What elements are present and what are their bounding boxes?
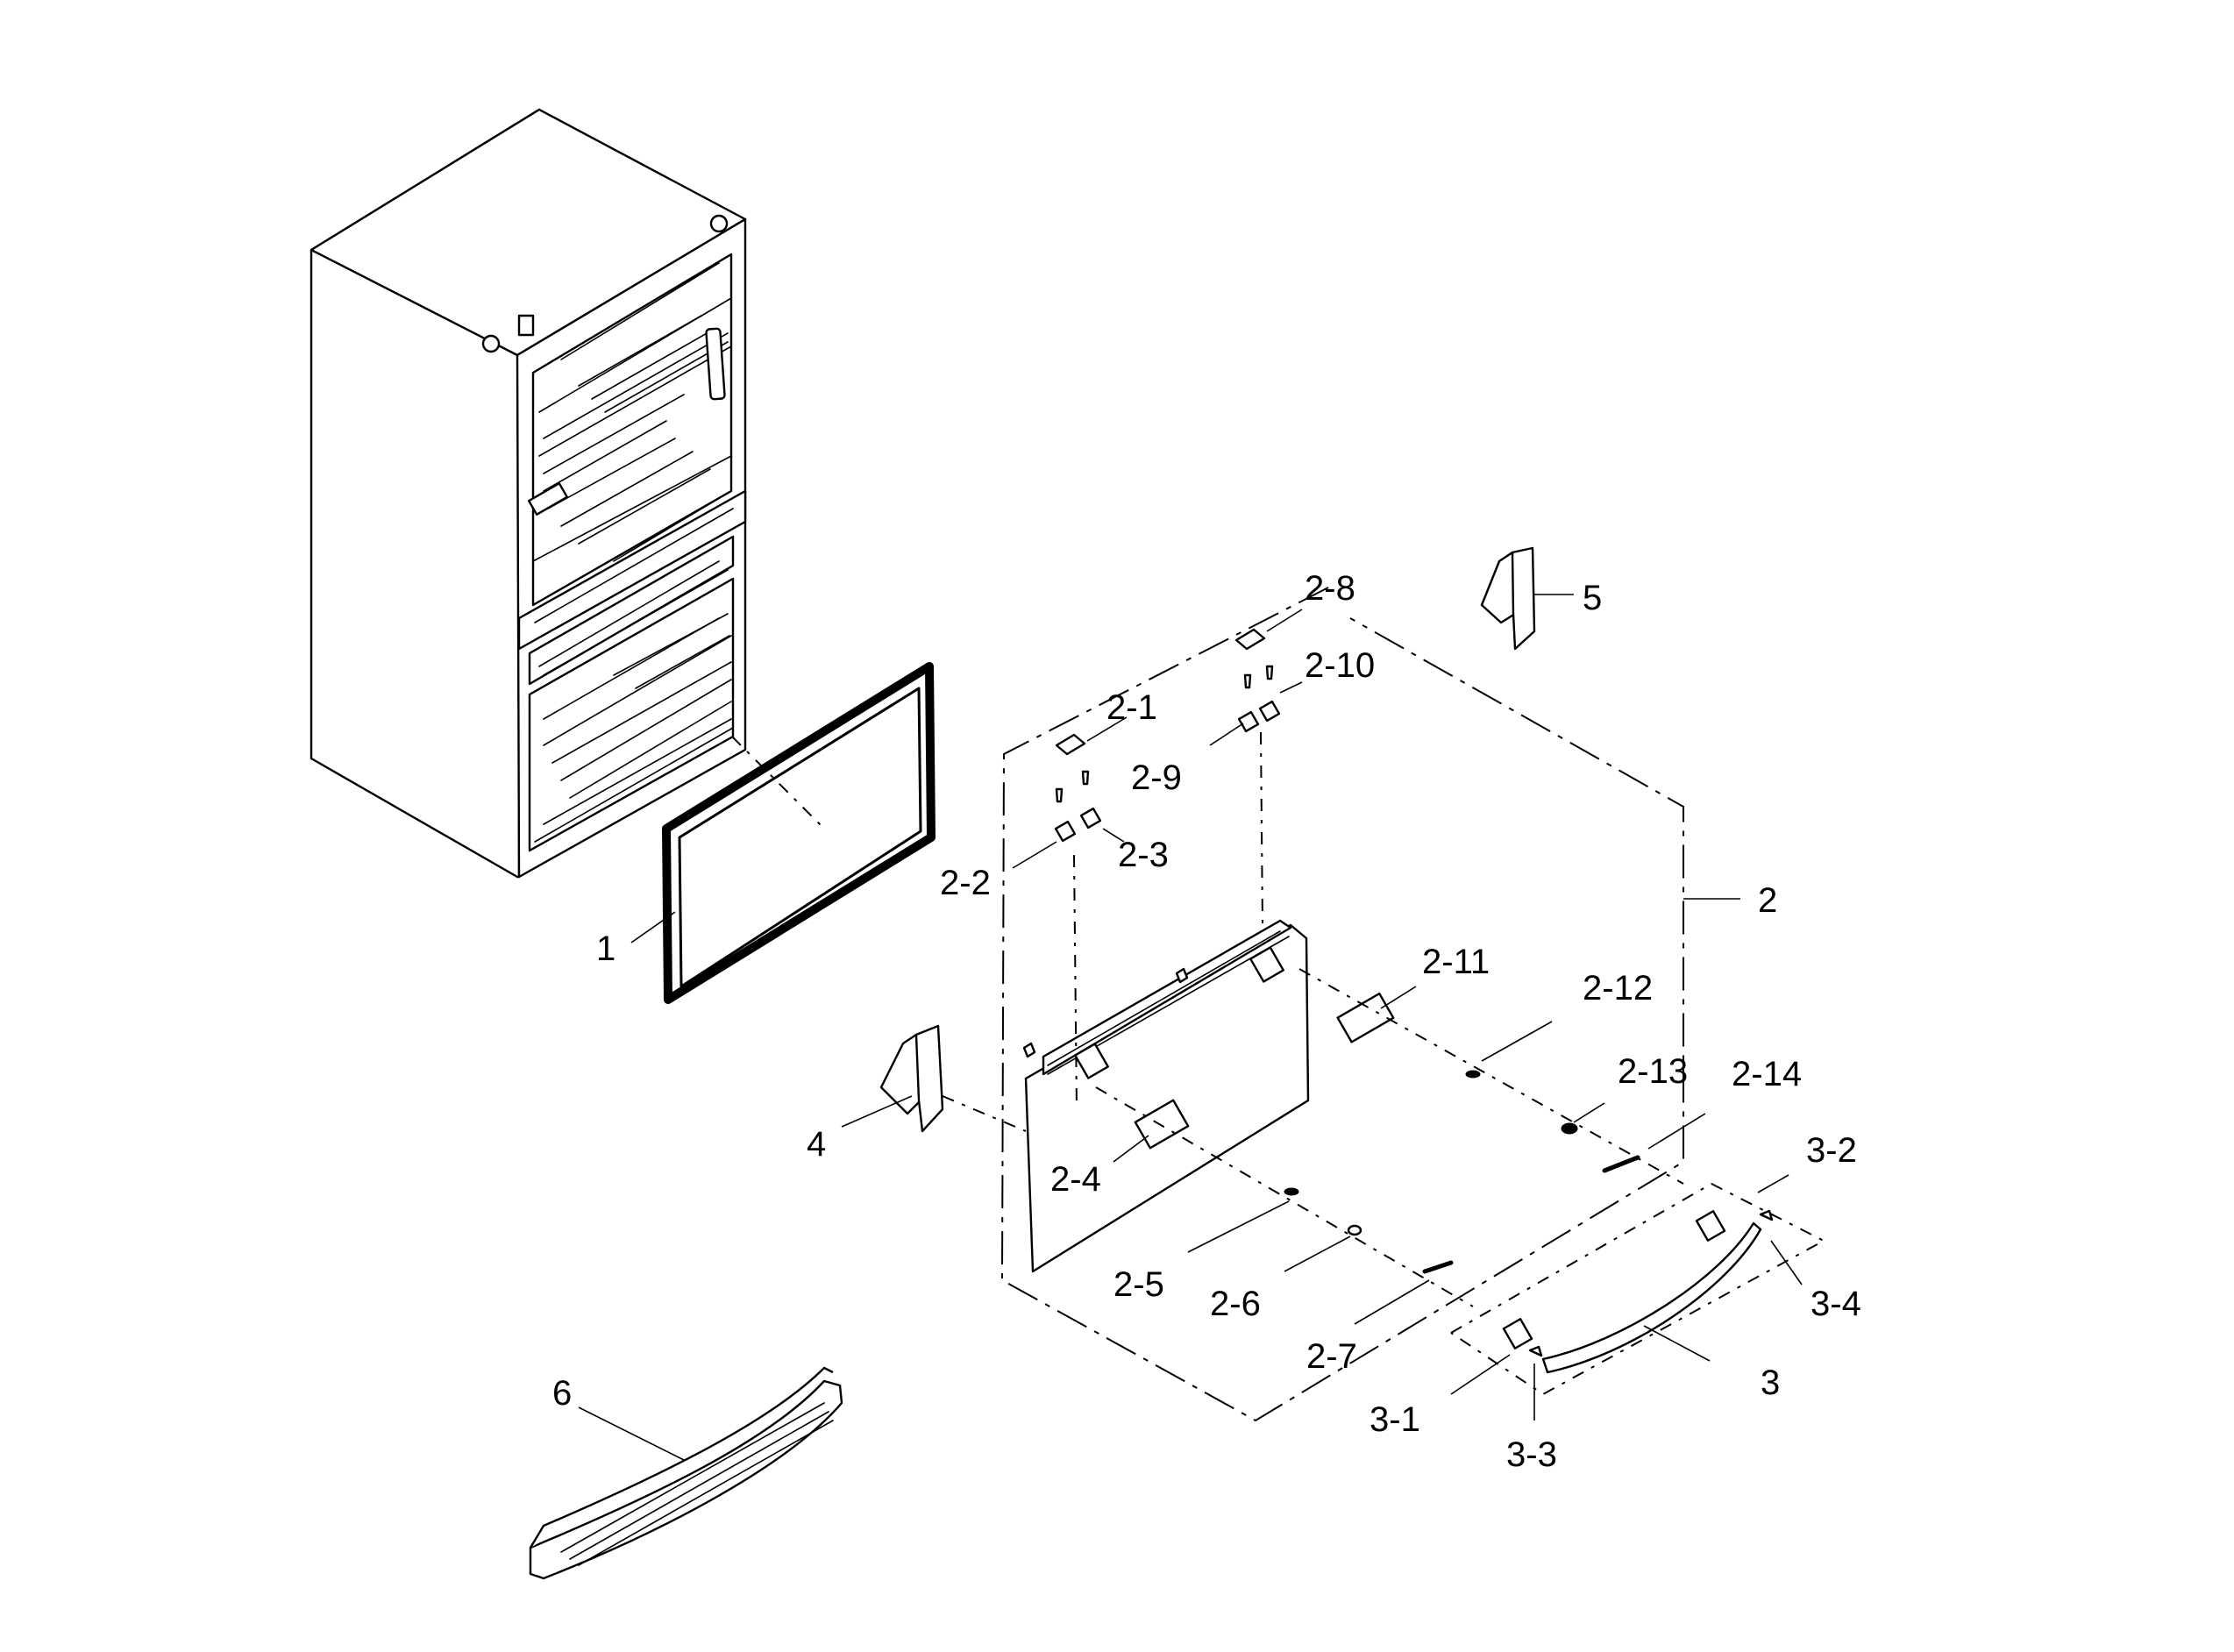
plate-2-11 xyxy=(1336,992,1395,1043)
top-screw xyxy=(517,314,535,337)
callout-2-8: 2-8 xyxy=(1305,569,1355,608)
leader-lines xyxy=(578,594,1803,1461)
freezer-door-assembly xyxy=(1000,587,1684,1422)
callout-3-3: 3-3 xyxy=(1506,1435,1557,1474)
callout-2-6: 2-6 xyxy=(1210,1285,1261,1323)
callout-2-12: 2-12 xyxy=(1583,969,1653,1008)
callout-3-2: 3-2 xyxy=(1806,1131,1857,1170)
bracket-2-8 xyxy=(1234,628,1266,651)
callout-5: 5 xyxy=(1583,579,1602,617)
cap-2-3 xyxy=(1079,807,1102,830)
callout-2: 2 xyxy=(1758,881,1777,920)
roller-2-12 xyxy=(1465,1070,1481,1079)
callout-2-7: 2-7 xyxy=(1306,1337,1357,1376)
screw xyxy=(1243,673,1252,689)
callout-2-4: 2-4 xyxy=(1050,1160,1101,1199)
callout-4: 4 xyxy=(807,1125,826,1164)
callout-labels: 1 2 2-1 2-2 2-3 2-4 2-5 2-6 2-7 2-8 2-9 … xyxy=(552,569,1861,1474)
roller-2-6 xyxy=(1347,1224,1362,1236)
callout-2-10: 2-10 xyxy=(1305,646,1375,685)
door-pin xyxy=(1175,967,1189,984)
door-gasket xyxy=(662,662,936,1004)
door-top-bracket-left xyxy=(1074,1043,1109,1079)
callout-3-1: 3-1 xyxy=(1370,1400,1420,1439)
top-hinge-right xyxy=(709,214,729,233)
handle-cap-3-1 xyxy=(1502,1318,1533,1349)
hinge-4 xyxy=(879,1024,1027,1133)
top-hinge-left xyxy=(481,334,501,353)
cap-2-2 xyxy=(1054,820,1077,843)
screw xyxy=(1081,770,1090,786)
door-handle xyxy=(1541,1221,1762,1374)
handle-assembly xyxy=(1450,1182,1826,1396)
cap-2-10 xyxy=(1258,700,1281,723)
roller-2-13 xyxy=(1561,1122,1578,1135)
bracket-2-1 xyxy=(1055,733,1086,756)
cabinet-shelf-ribs xyxy=(532,262,734,843)
screw xyxy=(1055,787,1064,803)
callout-2-13: 2-13 xyxy=(1618,1052,1688,1091)
callout-2-3: 2-3 xyxy=(1118,836,1169,874)
handle-screw-3-3 xyxy=(1528,1345,1543,1357)
callout-2-9: 2-9 xyxy=(1131,758,1182,797)
handle-screw-3-4 xyxy=(1759,1209,1774,1221)
hinge-5 xyxy=(1480,546,1536,651)
callout-1: 1 xyxy=(596,929,615,968)
callout-3-4: 3-4 xyxy=(1811,1285,1861,1323)
callout-2-1: 2-1 xyxy=(1106,688,1157,727)
callout-2-5: 2-5 xyxy=(1113,1265,1164,1304)
rail-2-14 xyxy=(1602,1155,1640,1173)
freezer-bin xyxy=(529,1366,843,1580)
handle-cap-3-2 xyxy=(1695,1210,1726,1242)
door-top-bracket-right xyxy=(1249,946,1284,983)
cap-2-9 xyxy=(1237,710,1260,733)
refrigerator-cabinet xyxy=(309,108,747,879)
callout-2-11: 2-11 xyxy=(1422,943,1490,981)
rail-2-7 xyxy=(1422,1260,1454,1274)
cabinet-vent-slot xyxy=(705,327,726,401)
screw xyxy=(1265,665,1274,680)
callout-2-14: 2-14 xyxy=(1732,1055,1802,1093)
callout-3: 3 xyxy=(1761,1364,1780,1402)
roller-2-5 xyxy=(1284,1187,1299,1196)
door-pin xyxy=(1022,1042,1036,1058)
callout-6: 6 xyxy=(552,1374,572,1413)
callout-2-2: 2-2 xyxy=(940,864,991,902)
cabinet-clip xyxy=(527,482,569,516)
